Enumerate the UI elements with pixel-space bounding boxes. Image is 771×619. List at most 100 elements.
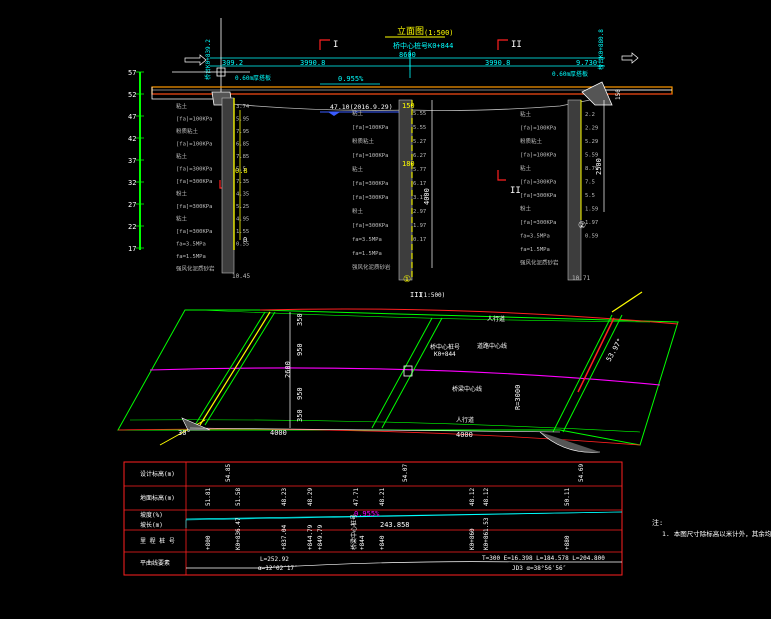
left-top-label: 0.60m厚搭板 — [235, 74, 271, 82]
soil-layer-name: 粘土 — [176, 215, 188, 223]
notes: 注: 1. 本图尺寸除标高以米计外，其余均以厘米计。 — [652, 518, 771, 538]
right-span: 3990.8 — [485, 59, 510, 67]
soil-layer-elev: 5.5 — [236, 167, 246, 173]
soil-layer-elev: 5.95 — [236, 117, 249, 123]
grade-label: 0.955% — [338, 75, 364, 83]
soil-layer-name: 粉土 — [520, 205, 532, 213]
soil-layer-name: fa=3.5MPa — [520, 234, 550, 240]
elevation-title: 立面图 — [397, 25, 424, 37]
plan-pier-right — [552, 291, 643, 433]
stake-value: K0+861.53 — [483, 517, 490, 550]
ground-elev-value: 47.71 — [353, 488, 360, 506]
plan-right-abutment — [539, 431, 601, 453]
soil-layer-elev: 7.85 — [236, 154, 249, 160]
pile-left-dim: 0.8 — [235, 167, 248, 175]
soil-layer-name: [fa]=300KPa — [176, 204, 212, 210]
design-elev-3: 54.69 — [578, 464, 585, 482]
plan-w2600: 2600 — [284, 361, 292, 378]
soil-layer-elev: 3.74 — [236, 104, 250, 110]
soil-layer-elev: 0.55 — [236, 242, 249, 248]
scale-tick-label: 42 — [128, 135, 136, 143]
ground-elev-value: 50.11 — [564, 488, 571, 506]
plan-road-label: 道路中心线 — [477, 342, 507, 350]
left-arrow-icon — [184, 54, 207, 66]
stake-value: +849.79 — [317, 524, 324, 550]
soil-layer-name: 粘土 — [176, 152, 188, 160]
stake-value: K0+860 — [469, 528, 476, 550]
soil-layer-name: 粘土 — [176, 102, 188, 110]
soil-layer-name: fa=1.5MPa — [520, 247, 550, 253]
scale-tick-label: 52 — [128, 91, 136, 99]
soil-layer-name: 粘土 — [352, 109, 364, 117]
pier-top-dim: 150 — [402, 102, 415, 110]
soil-layer-elev: 5.25 — [236, 204, 249, 210]
design-elev-1: 54.85 — [225, 464, 232, 482]
soil-layer-name: [fa]=100KPa — [520, 126, 556, 132]
soil-layer-elev: 6.27 — [413, 153, 426, 159]
soil-layer-name: [fa]=100KPa — [352, 153, 388, 159]
design-elev-2: 54.07 — [402, 464, 409, 482]
plan-skew-left: 30° — [178, 429, 191, 437]
table-row-label: 地面标高(m) — [140, 494, 175, 502]
soil-layer-elev: 3.17 — [413, 195, 426, 201]
ground-elev-value: 48.12 — [469, 488, 476, 506]
soil-layer-name: 粉土 — [176, 190, 188, 198]
ground-elev-value: 48.21 — [379, 488, 386, 506]
table-row-label: 平曲线要素 — [140, 559, 170, 567]
table-row-label: 设计标高(m) — [140, 470, 175, 478]
soil-layer-elev: 6.17 — [413, 181, 426, 187]
left-stake: 桥台K0+839.2 — [204, 39, 212, 80]
right-end: 9.730 — [576, 59, 597, 67]
elevation-view: 立面图 (1:500) I II II 桥中心桩号K0+844 桥台K0+839… — [128, 18, 673, 299]
soil-layer-name: [fa]=100KPa — [352, 125, 388, 131]
soil-layer-name: fa=1.5MPa — [352, 251, 382, 257]
right-arrow-icon — [621, 52, 639, 64]
soil-layer-elev: 8.79 — [585, 166, 598, 172]
soil-layer-elev: 2.2 — [585, 112, 595, 118]
scale-tick-label: 27 — [128, 201, 136, 209]
soil-layer-elev: 7.5 — [585, 180, 595, 186]
soil-layer-name: 粘土 — [352, 165, 364, 173]
notes-heading: 注: — [652, 518, 663, 527]
pier-no-2: ② — [578, 221, 586, 231]
soil-layer-elev: 7.95 — [236, 129, 249, 135]
soil-layer-elev: 5.77 — [413, 167, 426, 173]
soil-layer-elev: 1.97 — [585, 220, 598, 226]
soil-layer-elev: 4.95 — [236, 217, 249, 223]
right-abutment — [581, 81, 613, 106]
soil-layer-elev: 1.55 — [236, 229, 249, 235]
right-small-dim: 150 — [615, 89, 622, 100]
soil-layer-elev: 7.35 — [236, 179, 249, 185]
section-mark-1-top — [319, 39, 330, 50]
center-stake: 桥中心桩号K0+844 — [393, 41, 453, 50]
left-span: 3990.8 — [300, 59, 325, 67]
plan-w350a: 350 — [296, 313, 304, 326]
plan-outline — [117, 309, 679, 446]
plan-view: 350 950 2600 950 350 4000 4000 30° 53.97… — [117, 291, 679, 453]
soil-layer-elev: 5.55 — [413, 125, 426, 131]
soil-layer-name: 粉质粘土 — [352, 137, 375, 145]
right-height-dim: 2500 — [595, 158, 603, 175]
stake-value: +800 — [205, 535, 212, 550]
right-bottom-elev: 10.71 — [572, 275, 590, 282]
road-centerline — [149, 367, 661, 386]
soil-layer-elev: 5.27 — [413, 139, 426, 145]
scale-tick-label: 17 — [128, 245, 136, 253]
plan-center-stake-val: K0+844 — [434, 351, 456, 358]
soil-layer-name: [fa]=300KPa — [520, 180, 556, 186]
plan-pier-left — [159, 311, 276, 446]
plan-center-stake: 桥中心桩号 — [430, 343, 460, 351]
table-row-label: 里 程 桩 号 — [140, 537, 175, 545]
soil-layer-elev: 5.59 — [585, 153, 598, 159]
pier-height-dim: 4000 — [423, 188, 431, 205]
soil-layer-name: [fa]=300KPa — [352, 223, 388, 229]
cursor-crosshair — [172, 18, 250, 100]
soil-layer-name: [fa]=300KPa — [520, 193, 556, 199]
